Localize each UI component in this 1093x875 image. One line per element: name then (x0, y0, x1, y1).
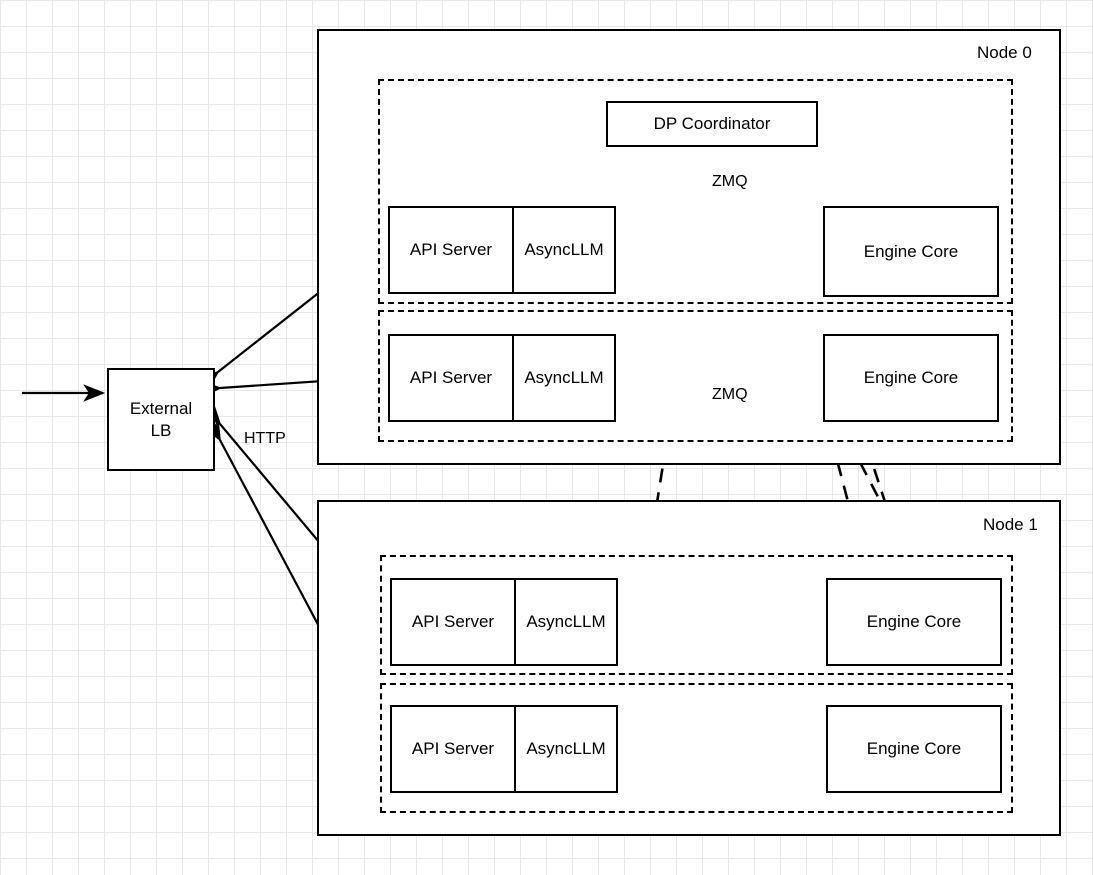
engine-core-label: Engine Core (866, 612, 962, 632)
external-lb-box[interactable]: External LB (107, 368, 215, 471)
async-llm-1[interactable]: AsyncLLM (514, 336, 614, 420)
engine-core-label: Engine Core (863, 368, 959, 388)
engine-core-label: Engine Core (866, 739, 962, 759)
async-llm-0[interactable]: AsyncLLM (514, 208, 614, 292)
edge-label-http: HTTP (244, 430, 286, 447)
dp-coordinator-box[interactable]: DP Coordinator (606, 101, 818, 147)
async-llm-label: AsyncLLM (524, 368, 604, 387)
async-llm-3[interactable]: AsyncLLM (516, 707, 616, 791)
engine-core-1[interactable]: Engine Core (823, 334, 999, 422)
api-server-label: API Server (409, 368, 493, 387)
api-server-label: API Server (411, 612, 495, 631)
engine-core-0[interactable]: Engine Core (823, 206, 999, 297)
api-server-0[interactable]: API Server (390, 208, 514, 292)
async-llm-label: AsyncLLM (526, 612, 606, 631)
async-llm-label: AsyncLLM (524, 240, 604, 259)
api-server-group-3[interactable]: API Server AsyncLLM (390, 705, 618, 793)
engine-core-label: Engine Core (863, 241, 959, 261)
async-llm-label: AsyncLLM (526, 739, 606, 758)
api-server-label: API Server (411, 739, 495, 758)
async-llm-2[interactable]: AsyncLLM (516, 580, 616, 664)
node-label-1: Node 1 (983, 515, 1038, 534)
external-lb-line2: LB (150, 420, 172, 440)
external-lb-line1: External (129, 399, 193, 419)
node-label-0: Node 0 (977, 43, 1032, 62)
dp-coordinator-label: DP Coordinator (653, 114, 771, 134)
api-server-group-1[interactable]: API Server AsyncLLM (388, 334, 616, 422)
engine-core-3[interactable]: Engine Core (826, 705, 1002, 793)
edge-label-zmq-second: ZMQ (712, 386, 748, 403)
api-server-2[interactable]: API Server (392, 580, 516, 664)
engine-core-2[interactable]: Engine Core (826, 578, 1002, 666)
api-server-label: API Server (409, 240, 493, 259)
edge-label-zmq-top: ZMQ (712, 173, 748, 190)
api-server-3[interactable]: API Server (392, 707, 516, 791)
api-server-1[interactable]: API Server (390, 336, 514, 420)
api-server-group-0[interactable]: API Server AsyncLLM (388, 206, 616, 294)
api-server-group-2[interactable]: API Server AsyncLLM (390, 578, 618, 666)
